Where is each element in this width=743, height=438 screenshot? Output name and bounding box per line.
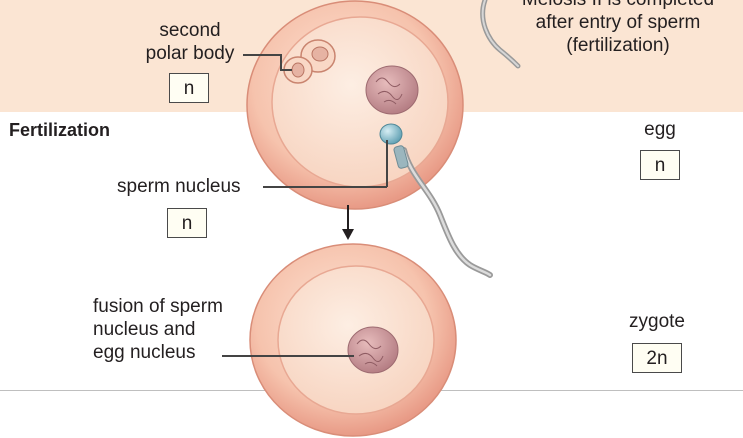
fusion-line3: egg nucleus bbox=[93, 342, 196, 363]
fusion-line2: nucleus and bbox=[93, 319, 196, 340]
polar-body-leader-h bbox=[280, 69, 292, 71]
arrow-down-icon bbox=[342, 205, 354, 240]
sperm-head bbox=[379, 123, 403, 145]
second-polar-body bbox=[283, 39, 336, 84]
zygote-nucleus bbox=[347, 326, 399, 374]
meiosis-note-line1: Meiosis II is completed bbox=[498, 0, 738, 11]
second-polar-body-line2: polar body bbox=[145, 43, 235, 64]
second-polar-body-label: second polar body bbox=[120, 19, 260, 65]
sperm bbox=[379, 123, 493, 278]
zygote-ploidy-box: 2n bbox=[632, 343, 682, 373]
fusion-label: fusion of sperm nucleus and egg nucleus bbox=[93, 295, 223, 364]
sperm-ploidy-box: n bbox=[167, 208, 207, 238]
sperm-nucleus-label: sperm nucleus bbox=[117, 176, 241, 197]
zygote-label: zygote bbox=[629, 311, 685, 332]
meiosis-note-line2: after entry of sperm bbox=[535, 12, 701, 33]
meiosis-note: Meiosis II is completed after entry of s… bbox=[498, 0, 738, 57]
sperm-nucleus-leader bbox=[263, 186, 387, 188]
egg-ploidy-box: n bbox=[640, 150, 680, 180]
second-polar-body-line1: second bbox=[159, 20, 221, 41]
fusion-leader bbox=[222, 355, 354, 357]
sperm-nucleus-leader-v bbox=[386, 140, 388, 187]
fusion-line1: fusion of sperm bbox=[93, 296, 223, 317]
meiosis-note-line3: (fertilization) bbox=[566, 35, 670, 56]
zygote-cell bbox=[249, 243, 457, 437]
egg-cell bbox=[246, 0, 464, 210]
polar-body-leader bbox=[243, 54, 281, 56]
polar-body-leader-v bbox=[280, 54, 282, 70]
polar-body-ploidy-box: n bbox=[169, 73, 209, 103]
egg-nucleus bbox=[365, 65, 419, 115]
egg-label: egg bbox=[644, 119, 676, 140]
section-title: Fertilization bbox=[9, 120, 111, 140]
